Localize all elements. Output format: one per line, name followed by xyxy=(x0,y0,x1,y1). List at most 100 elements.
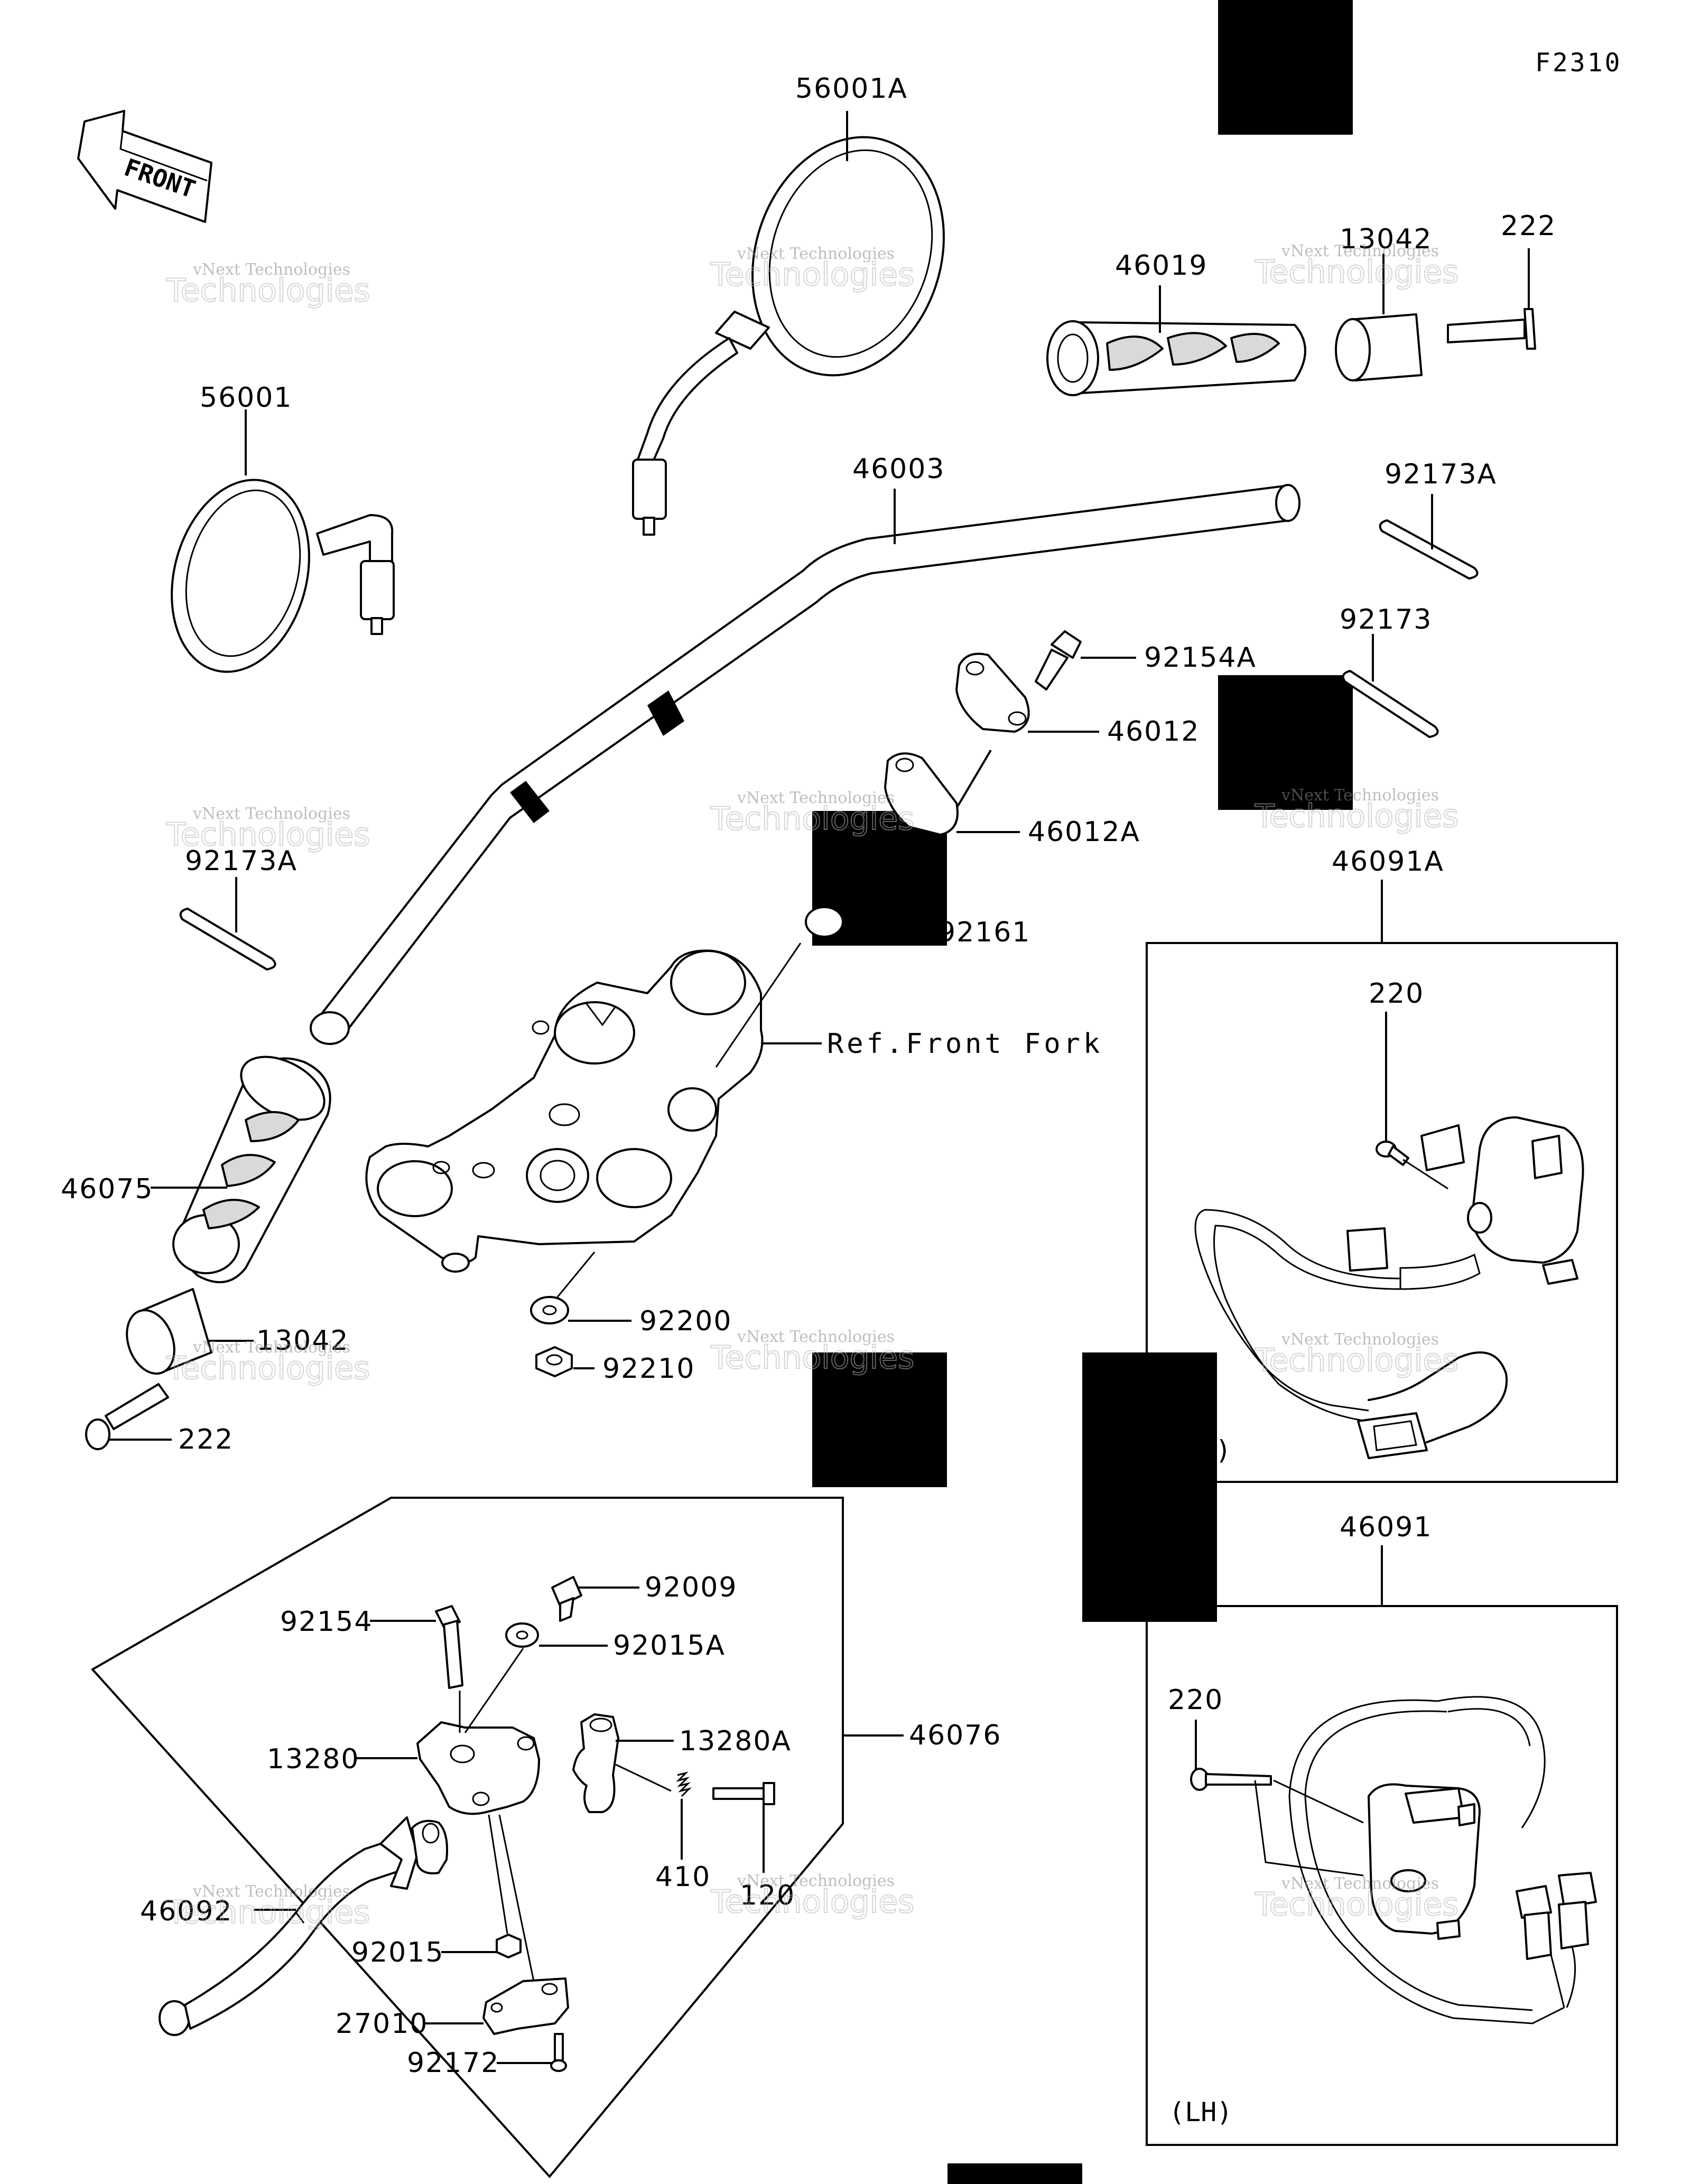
switch-left xyxy=(1288,1696,1597,2024)
holder-lower xyxy=(884,752,959,836)
watermark-text: vNext Technologies xyxy=(1281,1874,1439,1893)
watermark-text: vNext Technologies xyxy=(737,1328,895,1346)
watermark-text: Technologies xyxy=(710,800,914,837)
screw-switch-left xyxy=(1190,1768,1272,1791)
part-label-46012: 46012 xyxy=(1107,716,1200,748)
nut-holder xyxy=(805,906,844,938)
bolt-holder xyxy=(1035,630,1082,690)
watermark-text: vNext Technologies xyxy=(192,260,350,279)
part-label-220-right: 220 xyxy=(1369,978,1424,1010)
part-label-222-left: 222 xyxy=(178,1424,234,1455)
part-label-92154A: 92154A xyxy=(1144,642,1257,674)
watermark-text: vNext Technologies xyxy=(737,789,895,807)
part-label-92154: 92154 xyxy=(280,1606,373,1638)
bolt-120 xyxy=(712,1782,775,1805)
screw-92172 xyxy=(550,2033,567,2072)
clutch-lever-frame xyxy=(90,1497,844,2179)
side-label-right: ) xyxy=(1215,1435,1231,1466)
watermark-text: vNext Technologies xyxy=(1281,786,1439,805)
watermark-text: vNext Technologies xyxy=(737,1872,895,1890)
nut-92015 xyxy=(496,1934,522,1958)
spring-410 xyxy=(676,1771,692,1797)
watermark-text: vNext Technologies xyxy=(192,805,350,823)
watermark-text: Technologies xyxy=(166,816,370,853)
part-label-120: 120 xyxy=(740,1880,795,1911)
part-label-46092: 46092 xyxy=(140,1896,233,1927)
redaction-block-top xyxy=(1218,0,1353,135)
washer-92015A xyxy=(505,1622,539,1648)
part-label-13042-left: 13042 xyxy=(256,1325,349,1357)
watermark-text: vNext Technologies xyxy=(1281,1330,1439,1349)
nut xyxy=(535,1346,573,1377)
part-label-13280A: 13280A xyxy=(679,1725,792,1757)
part-label-410: 410 xyxy=(655,1861,711,1893)
front-arrow-icon: FRONT xyxy=(77,110,212,223)
part-label-13042-right: 13042 xyxy=(1340,223,1432,255)
side-label-left: (LH) xyxy=(1169,2097,1232,2127)
part-label-220-left: 220 xyxy=(1168,1684,1223,1716)
switch-27010 xyxy=(482,1977,569,2035)
grip-weight-right xyxy=(1335,313,1423,381)
mirror-left xyxy=(171,479,395,673)
clutch-lever xyxy=(159,1816,448,2036)
part-label-46012A: 46012A xyxy=(1028,816,1140,848)
part-label-56001: 56001 xyxy=(200,382,292,414)
part-label-92015: 92015 xyxy=(351,1937,444,1968)
washer xyxy=(530,1296,569,1324)
holder-upper xyxy=(955,652,1030,733)
watermark-text: Technologies xyxy=(1255,1342,1458,1379)
part-label-46075: 46075 xyxy=(61,1173,153,1205)
watermark-text: Technologies xyxy=(166,1894,370,1931)
part-label-46019: 46019 xyxy=(1115,250,1207,282)
switch-right xyxy=(1194,1116,1584,1459)
part-label-222-right: 222 xyxy=(1501,210,1556,242)
band-right-top xyxy=(1379,519,1479,580)
band-left xyxy=(179,908,276,970)
clamp-13280A xyxy=(572,1713,619,1813)
watermark-text: Technologies xyxy=(1255,254,1458,291)
part-label-13280: 13280 xyxy=(267,1743,359,1775)
grip-right xyxy=(1046,320,1306,396)
watermark-text: Technologies xyxy=(166,272,370,309)
bolt-92154 xyxy=(435,1605,463,1689)
mirror-right xyxy=(632,136,945,536)
redaction-block-middle xyxy=(812,1352,947,1487)
watermark-text: Technologies xyxy=(1255,1886,1458,1923)
part-label-46091A: 46091A xyxy=(1332,846,1444,878)
part-label-92161: 92161 xyxy=(938,917,1030,948)
screw-92009 xyxy=(551,1576,582,1622)
watermark-text: Technologies xyxy=(166,1350,370,1387)
bracket-13280 xyxy=(416,1721,540,1815)
grip-weight-left xyxy=(126,1288,212,1375)
watermark-text: vNext Technologies xyxy=(192,1882,350,1901)
steering-stem-top-bridge xyxy=(365,949,764,1273)
redaction-block-tall xyxy=(1082,1352,1217,1622)
part-label-92009: 92009 xyxy=(645,1572,737,1603)
diagram-code: F2310 xyxy=(1535,48,1622,78)
screw-right xyxy=(1447,308,1536,350)
watermark-text: Technologies xyxy=(1255,798,1458,835)
screw-switch-right xyxy=(1376,1141,1409,1166)
watermark-text: vNext Technologies xyxy=(1281,242,1439,260)
part-label-92172: 92172 xyxy=(407,2047,499,2079)
band-right xyxy=(1342,670,1439,738)
watermark-text: Technologies xyxy=(710,256,914,293)
part-label-46076: 46076 xyxy=(909,1720,1001,1751)
part-label-92173A-right: 92173A xyxy=(1385,459,1497,490)
watermark-text: Technologies xyxy=(710,1339,914,1376)
part-label-46091: 46091 xyxy=(1340,1511,1432,1543)
part-label-56001A: 56001A xyxy=(795,73,908,105)
part-label-46003: 46003 xyxy=(852,453,945,485)
grip-left xyxy=(172,1056,331,1283)
redaction-block-right xyxy=(1218,675,1353,810)
part-label-92015A: 92015A xyxy=(613,1630,726,1662)
watermark-group: vNext Technologies Technologies vNext Te… xyxy=(165,242,1459,1931)
watermark-text: vNext Technologies xyxy=(192,1338,350,1357)
part-label-27010: 27010 xyxy=(336,2008,428,2040)
reference-front-fork: Ref.Front Fork xyxy=(827,1028,1103,1060)
handlebar xyxy=(310,484,1300,1045)
screw-left xyxy=(85,1383,169,1450)
redaction-block-bottom xyxy=(947,2163,1082,2184)
part-label-92173: 92173 xyxy=(1340,604,1432,636)
